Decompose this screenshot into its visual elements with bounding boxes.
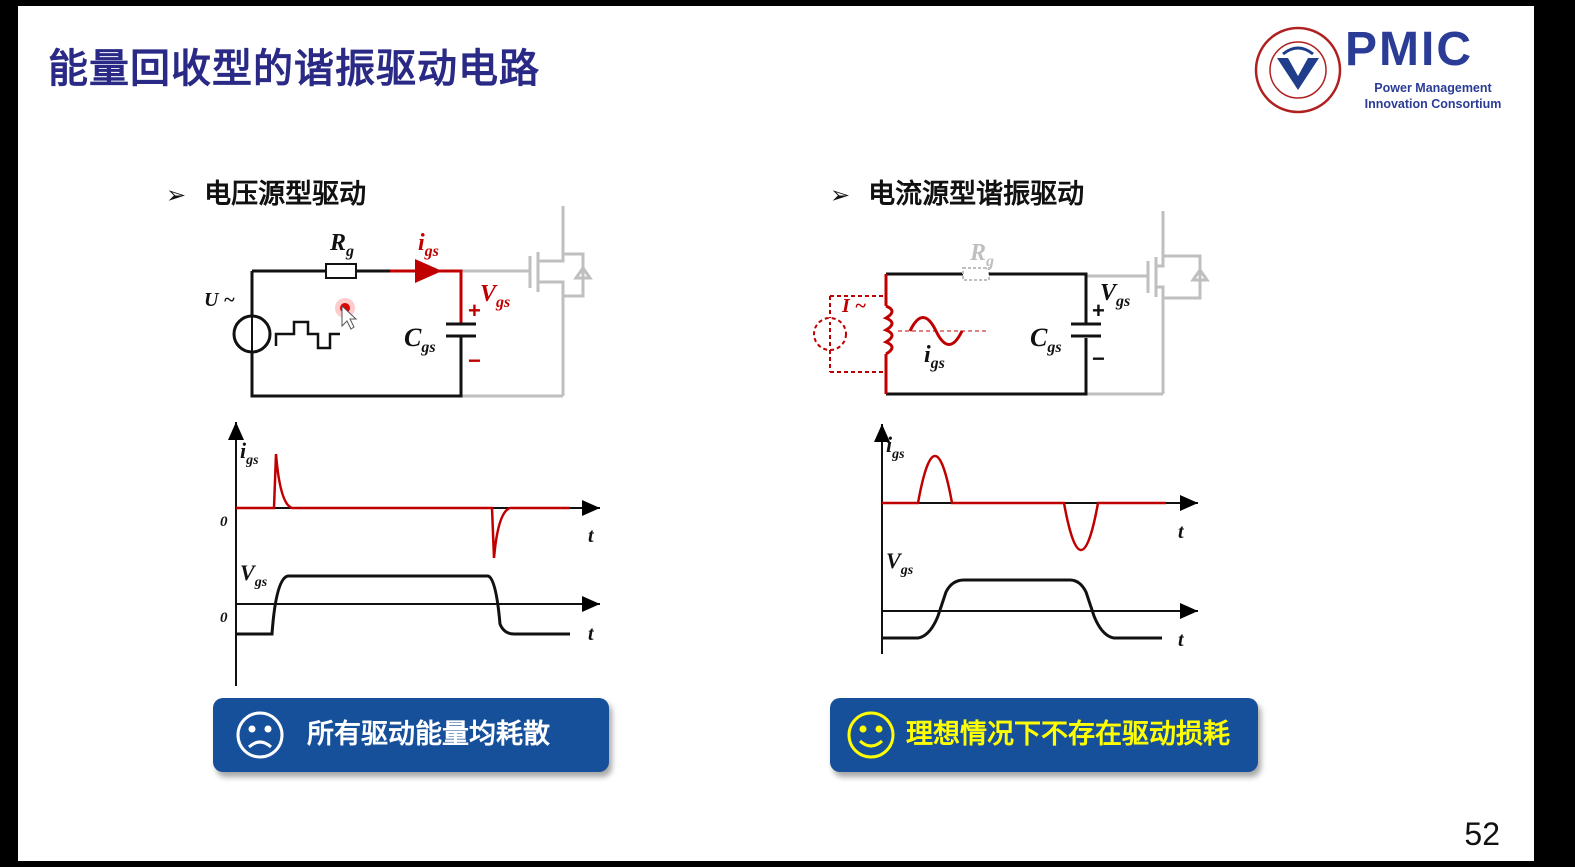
left-wave-top-sub: gs (245, 453, 259, 468)
right-waveforms: igs Vgs t t (874, 424, 1198, 654)
left-wave-top-label: i (240, 438, 247, 463)
svg-text:Cgs: Cgs (404, 323, 436, 356)
right-voltage-sub: gs (1115, 293, 1130, 310)
left-t-label-bottom: t (588, 623, 595, 645)
left-igs-curve (236, 453, 570, 559)
left-cap-sub: gs (420, 339, 435, 356)
left-heading: ➢ 电压源型驱动 (166, 172, 366, 211)
right-resistor-label: R (969, 240, 986, 266)
right-t-label-bottom: t (1178, 629, 1185, 651)
svg-text:Vgs: Vgs (886, 548, 914, 578)
happy-face-icon (847, 711, 895, 759)
left-wave-bottom-label: V (240, 560, 257, 585)
right-circuit: + − I ~ Rg igs Vgs Cgs (813, 211, 1210, 396)
left-resistor-sub: g (345, 243, 354, 260)
svg-text:igs: igs (418, 230, 439, 260)
slide: 能量回收型的谐振驱动电路 PMIC Power Management Innov… (18, 6, 1534, 861)
left-current-label: i (418, 230, 425, 256)
left-t-label-top: t (588, 525, 595, 547)
right-mosfet-icon (1086, 211, 1210, 394)
left-mosfet-icon (461, 206, 593, 396)
left-cap-label: C (404, 323, 422, 352)
left-circuit: + − U ~ Rg igs Vgs Cgs (204, 206, 593, 398)
right-t-label-top: t (1178, 521, 1185, 543)
left-wave-bottom-sub: gs (254, 575, 268, 590)
left-heading-text: 电压源型驱动 (204, 179, 367, 210)
svg-text:Vgs: Vgs (240, 560, 268, 590)
left-current-sub: gs (424, 243, 439, 260)
right-voltage-label: V (1100, 280, 1118, 306)
svg-text:igs: igs (924, 342, 945, 372)
left-zero-top: 0 (220, 514, 228, 530)
right-igs-curve (882, 454, 1166, 552)
pmic-subtitle-line2: Innovation Consortium (1364, 97, 1502, 111)
right-heading: ➢ 电流源型谐振驱动 (830, 172, 1084, 211)
left-resistor-label: R (329, 230, 346, 256)
slide-title: 能量回收型的谐振驱动电路 (48, 46, 540, 92)
right-plus: + (1092, 298, 1105, 323)
right-wave-top-label: i (886, 432, 893, 457)
svg-text:Vgs: Vgs (1100, 280, 1130, 310)
right-wave-bottom-label: V (886, 548, 903, 573)
right-heading-text: 电流源型谐振驱动 (868, 179, 1085, 210)
left-minus: − (468, 348, 481, 373)
right-wave-bottom-sub: gs (900, 563, 914, 578)
current-source-icon (813, 295, 886, 373)
right-badge-text: 理想情况下不存在驱动损耗 (906, 719, 1230, 750)
left-source-label: U ~ (204, 289, 235, 311)
right-resistor-sub: g (985, 253, 994, 270)
left-zero-bottom: 0 (220, 610, 228, 626)
left-vgs-curve (236, 574, 570, 636)
svg-text:igs: igs (240, 438, 259, 468)
svg-text:Rg: Rg (969, 240, 994, 270)
sad-face-icon (236, 711, 284, 759)
pmic-logo-text: PMIC (1345, 23, 1473, 76)
right-source-label: I ~ (841, 295, 866, 317)
svg-text:Cgs: Cgs (1030, 323, 1062, 356)
right-current-sub: gs (930, 355, 945, 372)
inductor-icon (882, 304, 894, 356)
right-current-label: i (924, 342, 931, 368)
left-voltage-label: V (480, 281, 498, 307)
pmic-subtitle-line1: Power Management (1374, 81, 1492, 95)
svg-text:Rg: Rg (329, 230, 354, 260)
university-logo (1254, 26, 1342, 114)
right-minus: − (1092, 346, 1105, 371)
right-wave-top-sub: gs (891, 447, 905, 462)
svg-text:igs: igs (886, 432, 905, 462)
mouse-pointer-icon (335, 298, 358, 330)
right-cap-sub: gs (1046, 339, 1061, 356)
bullet-arrow-icon: ➢ (166, 181, 187, 209)
left-waveforms: igs Vgs 0 0 t t (220, 422, 600, 686)
page-number: 52 (1464, 816, 1500, 852)
pmic-logo-subtitle: Power Management Innovation Consortium (1358, 80, 1508, 112)
svg-text:Vgs: Vgs (480, 281, 510, 311)
bullet-arrow-icon: ➢ (830, 181, 851, 209)
left-plus: + (468, 298, 481, 323)
left-voltage-sub: gs (495, 294, 510, 311)
circuit-diagrams: + − U ~ Rg igs Vgs Cgs igs (204, 206, 1210, 686)
left-conclusion-badge: 所有驱动能量均耗散 (213, 698, 609, 772)
right-vgs-curve (882, 578, 1162, 640)
right-cap-label: C (1030, 323, 1048, 352)
left-badge-text: 所有驱动能量均耗散 (307, 719, 550, 750)
right-conclusion-badge: 理想情况下不存在驱动损耗 (830, 698, 1258, 772)
